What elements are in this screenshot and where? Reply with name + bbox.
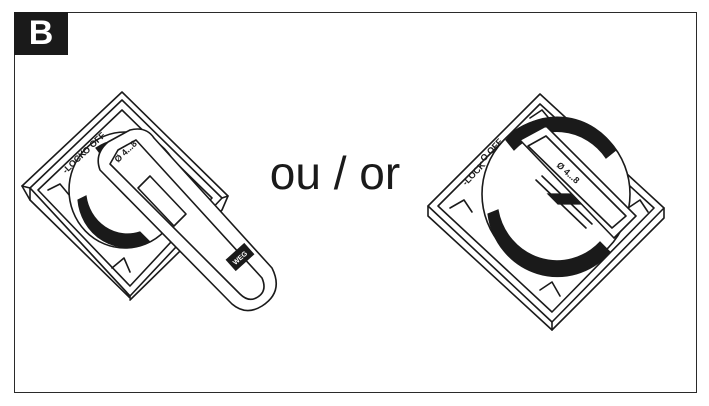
alternative-separator-text: ou / or xyxy=(269,147,401,199)
knob-switch-grip xyxy=(519,125,637,239)
lever-switch-handle: WEG xyxy=(97,128,278,312)
figure-label-badge: B xyxy=(14,12,68,55)
